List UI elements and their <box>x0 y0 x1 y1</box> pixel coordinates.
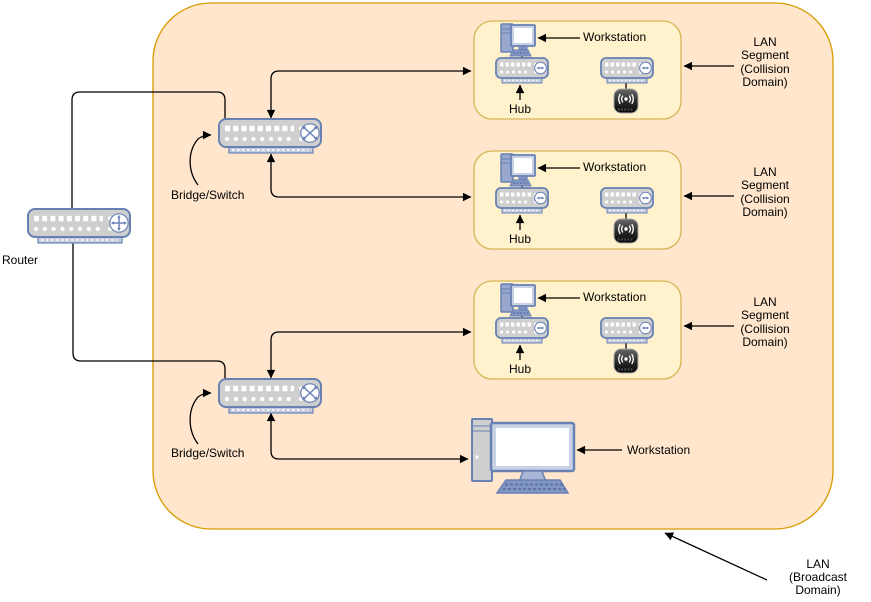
wireless-access-point-1 <box>613 88 639 114</box>
bridge-switch-device-2 <box>219 379 321 413</box>
workstation-desktop <box>471 418 576 494</box>
hub-device-1a <box>495 57 549 85</box>
connector-router-switch1 <box>71 91 226 210</box>
lan-segment-label-1: LAN Segment (Collision Domain) <box>740 35 790 90</box>
workstation-label-3: Workstation <box>583 290 647 304</box>
hub-device-2a <box>495 187 549 215</box>
workstation-label-1: Workstation <box>583 30 647 44</box>
broadcast-domain-box <box>152 2 834 530</box>
hub-device-3b <box>600 317 654 345</box>
hub-device-3a <box>495 317 549 345</box>
lan-broadcast-label: LAN (Broadcast Domain) <box>788 557 848 597</box>
lan-segment-label-3: LAN Segment (Collision Domain) <box>740 295 790 350</box>
connector-switch2-segment3 <box>266 327 472 379</box>
lan-segment-label-2: LAN Segment (Collision Domain) <box>740 165 790 220</box>
connector-router-switch2 <box>72 243 226 379</box>
connector-switch1-segment2 <box>266 153 472 202</box>
router-label: Router <box>2 253 39 267</box>
hub-device-2b <box>600 187 654 215</box>
wireless-access-point-2 <box>613 218 639 244</box>
hub-label-1: Hub <box>508 102 531 116</box>
bridge-switch-label-1: Bridge/Switch <box>171 188 245 202</box>
arrow-bridge-switch-1-label <box>189 130 212 186</box>
arrow-bridge-switch-2-label <box>189 388 212 445</box>
hub-label-2: Hub <box>508 232 531 246</box>
router-device <box>28 209 130 243</box>
bridge-switch-device-1 <box>219 119 321 153</box>
workstation-label-bottom: Workstation <box>627 443 691 457</box>
arrow-lan-broadcast-label <box>664 532 768 581</box>
hub-label-3: Hub <box>508 362 531 376</box>
hub-device-1b <box>600 57 654 85</box>
bridge-switch-label-2: Bridge/Switch <box>171 446 245 460</box>
connector-switch2-workstation <box>266 412 469 464</box>
workstation-label-2: Workstation <box>583 160 647 174</box>
wireless-access-point-3 <box>613 348 639 374</box>
connector-switch1-segment1 <box>266 66 472 119</box>
